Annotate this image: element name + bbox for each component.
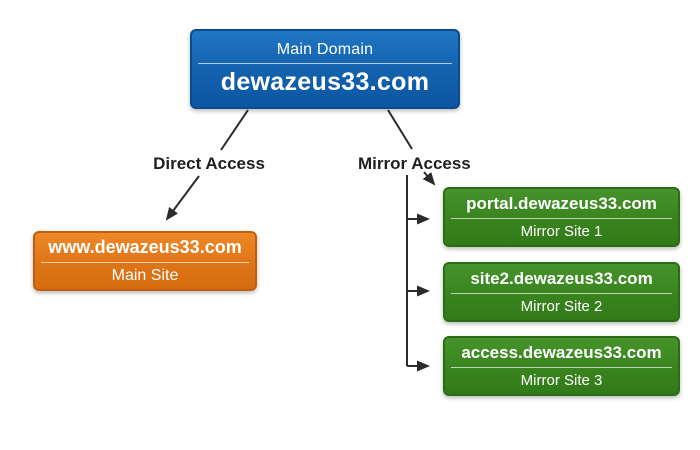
edge-root-to-direct-label — [220, 109, 249, 151]
divider — [451, 218, 672, 219]
mirror-access-label: Mirror Access — [358, 154, 471, 173]
mirror-site-domain: access.dewazeus33.com — [461, 343, 662, 362]
mirror-site-label: Mirror Site 1 — [520, 223, 603, 240]
mirror-site-label: Mirror Site 3 — [520, 372, 603, 389]
edge-root-to-mirror-label — [387, 109, 413, 150]
direct-access-label: Direct Access — [153, 154, 265, 173]
mirror-site-node-2: site2.dewazeus33.com Mirror Site 2 — [443, 262, 680, 322]
main-site-domain: www.dewazeus33.com — [48, 237, 242, 257]
divider — [451, 367, 672, 368]
edge-direct-to-main-site — [165, 175, 200, 221]
mirror-site-node-3: access.dewazeus33.com Mirror Site 3 — [443, 336, 680, 396]
divider — [451, 293, 672, 294]
mirror-site-domain: site2.dewazeus33.com — [470, 269, 653, 288]
main-site-node: www.dewazeus33.com Main Site — [33, 231, 257, 291]
main-domain-node: Main Domain dewazeus33.com — [190, 29, 460, 109]
mirror-site-label: Mirror Site 2 — [520, 298, 603, 315]
divider — [41, 262, 249, 263]
mirror-site-domain: portal.dewazeus33.com — [466, 194, 657, 213]
main-domain-name: dewazeus33.com — [220, 68, 430, 96]
main-domain-title: Main Domain — [276, 41, 374, 58]
main-site-label: Main Site — [111, 267, 179, 284]
divider — [198, 63, 452, 64]
mirror-site-node-1: portal.dewazeus33.com Mirror Site 1 — [443, 187, 680, 247]
